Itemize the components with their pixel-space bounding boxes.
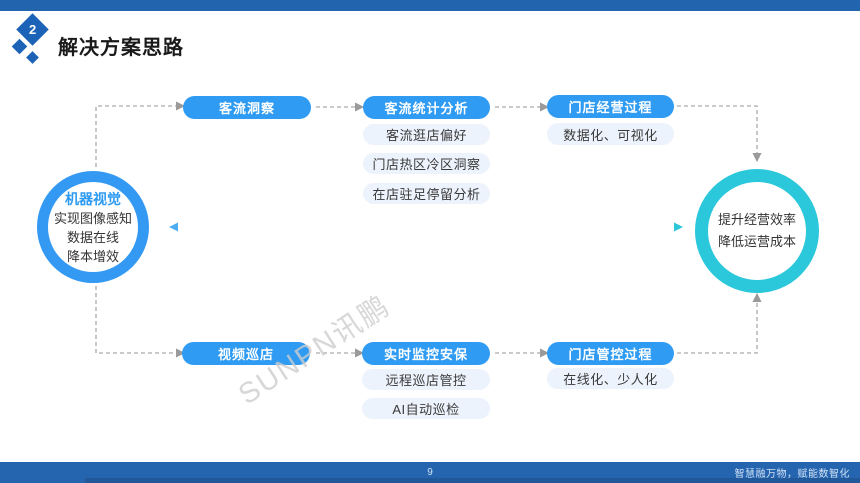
- node-realtime-monitoring-security: 实时监控安保: [362, 342, 490, 365]
- circle-text: 降低运营成本: [717, 234, 796, 249]
- node-flow-statistics-analysis: 客流统计分析: [363, 96, 490, 119]
- node-video-patrol: 视频巡店: [182, 342, 310, 365]
- sub-item: 在店驻足停留分析: [363, 183, 490, 204]
- sub-item: 客流逛店偏好: [363, 124, 490, 145]
- circle-text: 实现图像感知: [53, 210, 132, 226]
- sub-item: 门店热区冷区洞察: [363, 153, 490, 174]
- top-accent-bar: [0, 0, 860, 11]
- footer-slogan: 智慧融万物，赋能数智化: [734, 469, 850, 480]
- footer-bar: 9 智慧融万物，赋能数智化: [0, 462, 860, 483]
- footer-shade: [85, 478, 860, 483]
- node-store-operation-process: 门店经营过程: [547, 95, 674, 118]
- machine-vision-circle: 机器视觉 实现图像感知 数据在线 降本增效: [37, 171, 149, 283]
- circle-text: 提升经营效率: [717, 212, 796, 227]
- circle-text: 降本增效: [66, 248, 119, 264]
- sub-item: AI自动巡检: [362, 398, 490, 419]
- page-number: 9: [427, 467, 433, 478]
- circle-text: 数据在线: [66, 229, 119, 245]
- sub-item: 远程巡店管控: [362, 369, 490, 390]
- node-passenger-flow-insight: 客流洞察: [183, 96, 311, 119]
- sub-item: 数据化、可视化: [547, 123, 674, 145]
- slide-header: 2 解决方案思路: [0, 11, 860, 69]
- benefit-circle: 提升经营效率 降低运营成本: [695, 169, 819, 293]
- circle-title: 机器视觉: [65, 190, 121, 207]
- sub-item: 在线化、少人化: [547, 368, 674, 389]
- page-title: 解决方案思路: [58, 37, 184, 59]
- node-store-control-process: 门店管控过程: [547, 342, 674, 365]
